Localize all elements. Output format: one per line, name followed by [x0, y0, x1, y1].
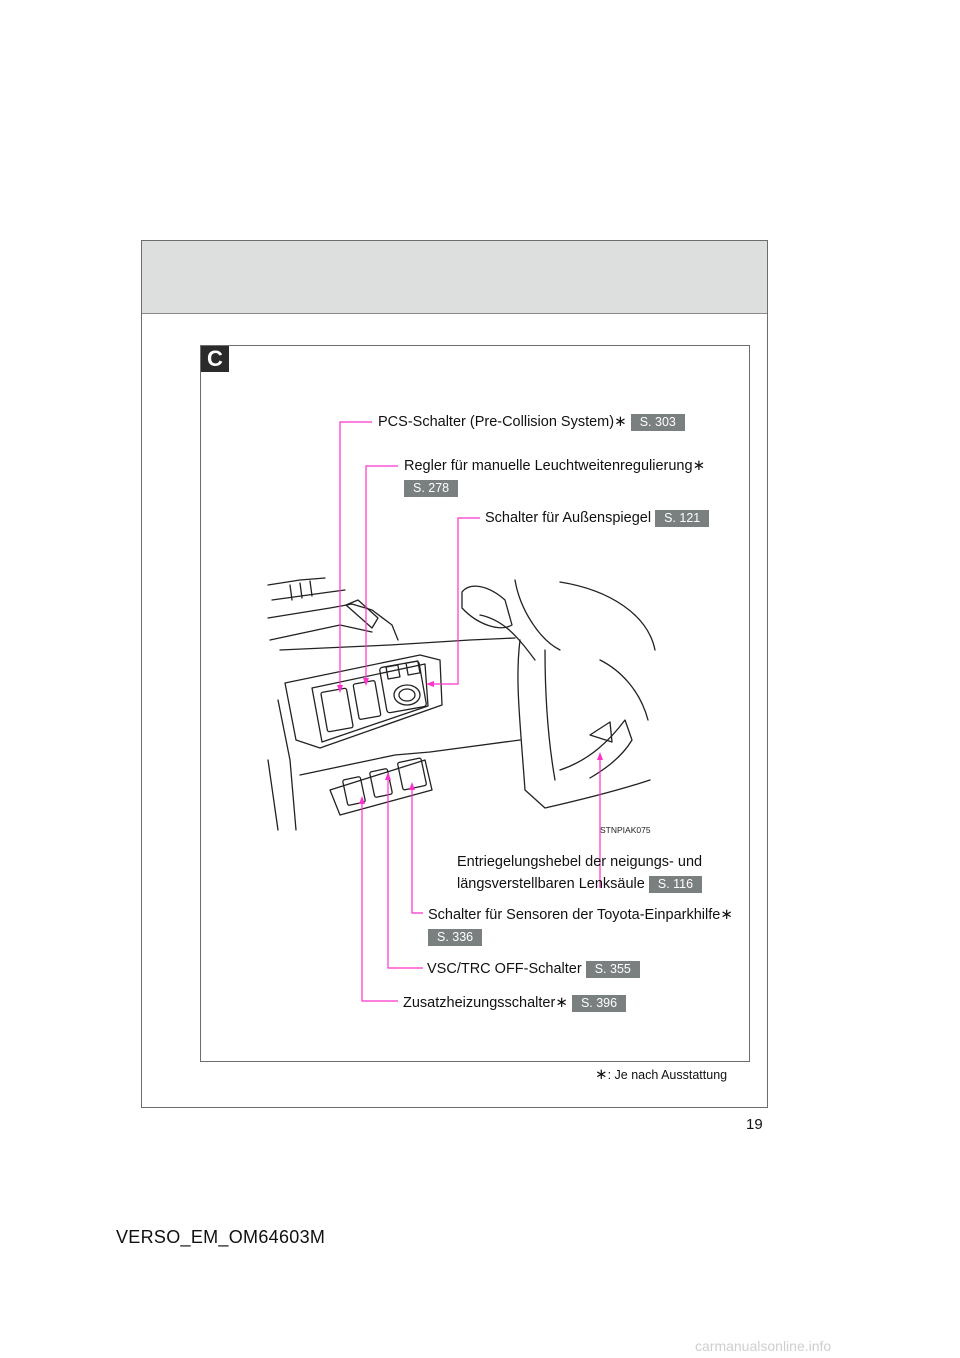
callout-mirror: Schalter für Außenspiegel S. 121: [485, 509, 710, 527]
footnote-text: : Je nach Ausstattung: [607, 1068, 728, 1082]
callout-headlight-level-ref: S. 278: [404, 479, 459, 497]
watermark: carmanualsonline.info: [695, 1338, 832, 1354]
steering-column-cover: [517, 639, 651, 809]
footnote-star: ∗: [692, 457, 706, 474]
wiper-stalk: [461, 585, 513, 629]
callout-steering-lock-label-1: Entriegelungshebel der neigungs- und: [457, 854, 703, 870]
image-code: STNPIAK075: [600, 825, 651, 835]
page-ref-badge: S. 278: [404, 480, 459, 497]
callout-pcs: PCS-Schalter (Pre-Collision System)∗ S. …: [378, 413, 685, 431]
callout-aux-heater-label: Zusatzheizungsschalter: [403, 995, 556, 1011]
parking-sensor-switch: [397, 757, 427, 791]
mirror-switch: [379, 660, 427, 714]
pcs-switch: [320, 687, 354, 733]
page-ref-badge: S. 396: [571, 995, 627, 1012]
footnote-star: ∗: [595, 1066, 608, 1083]
lower-switch-panel: [329, 759, 433, 816]
aux-heater-switch: [342, 776, 366, 806]
callout-steering-lock-label-2: längsverstellbaren Lenksäule: [457, 876, 645, 892]
callout-parking-sensor-ref: S. 336: [428, 928, 483, 946]
vent-outline: [267, 577, 326, 586]
page-frame: [141, 240, 768, 1108]
steering-wheel-rim: [559, 581, 656, 651]
page-ref-badge: S. 121: [655, 510, 710, 527]
page-ref-badge: S. 303: [630, 414, 685, 431]
callout-vsc: VSC/TRC OFF-Schalter S. 355: [427, 960, 640, 978]
callout-parking-sensor: Schalter für Sensoren der Toyota-Einpark…: [428, 906, 733, 924]
callout-headlight-level: Regler für manuelle Leuchtweitenregulier…: [404, 457, 705, 475]
callout-parking-sensor-label: Schalter für Sensoren der Toyota-Einpark…: [428, 907, 721, 923]
footnote-star: ∗: [614, 413, 627, 430]
footnote-star: ∗: [555, 994, 568, 1011]
callout-steering-lock-line1: Entriegelungshebel der neigungs- und: [457, 853, 702, 871]
headlight-dial: [352, 680, 382, 720]
switch-panel: [284, 654, 443, 749]
leader-lines: [339, 421, 601, 1002]
header-band: [142, 241, 767, 314]
page-ref-badge: S. 336: [428, 929, 483, 946]
callout-headlight-level-label: Regler für manuelle Leuchtweitenregulier…: [404, 458, 693, 474]
callout-aux-heater: Zusatzheizungsschalter∗ S. 396: [403, 994, 627, 1012]
page-number: 19: [746, 1116, 763, 1133]
figure-frame: [200, 345, 750, 1062]
tilt-lever: [589, 721, 613, 743]
section-letter-badge: C: [201, 346, 229, 372]
vsc-switch: [369, 768, 393, 798]
callout-mirror-label: Schalter für Außenspiegel: [485, 510, 652, 526]
footnote-star: ∗: [720, 906, 733, 923]
callout-pcs-label: PCS-Schalter (Pre-Collision System): [378, 414, 615, 430]
document-code: VERSO_EM_OM64603M: [116, 1227, 326, 1247]
footnote: ∗: Je nach Ausstattung: [595, 1065, 727, 1083]
callout-steering-lock-line2: längsverstellbaren Lenksäule S. 116: [457, 875, 703, 893]
callout-vsc-label: VSC/TRC OFF-Schalter: [427, 961, 582, 977]
page-ref-badge: S. 355: [585, 961, 640, 978]
page-ref-badge: S. 116: [648, 876, 703, 893]
